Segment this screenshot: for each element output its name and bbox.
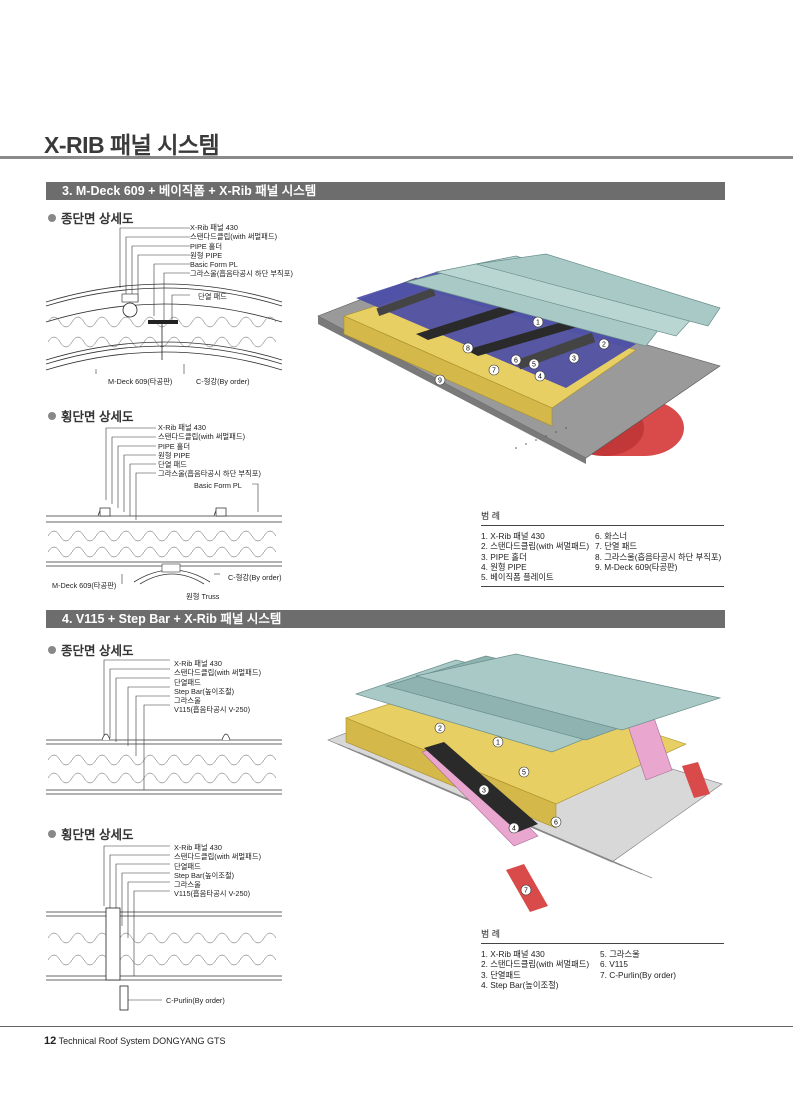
section3-transverse-heading: 횡단면 상세도 <box>48 406 133 425</box>
heading-text: 종단면 상세도 <box>61 212 134 226</box>
bullet-icon <box>48 214 56 222</box>
legend-divider <box>481 586 724 588</box>
section3-longitudinal-heading: 종단면 상세도 <box>48 208 133 227</box>
callout-label: 그라스울(흡음타공시 하단 부직포) <box>190 269 293 279</box>
iso-number: 3 <box>482 788 486 795</box>
iso-number: 1 <box>496 740 500 747</box>
bullet-icon <box>48 830 56 838</box>
callout-label: PIPE 홀더 <box>190 241 223 251</box>
callout-label: 단열패드 <box>174 861 201 871</box>
section4-longitudinal-heading: 종단면 상세도 <box>48 640 133 659</box>
callout-label: 그라스울(흡음타공시 하단 부직포) <box>158 469 261 479</box>
iso-number: 5 <box>532 362 536 369</box>
page-number: 12 <box>44 1035 57 1047</box>
section3-title-bar: 3. M-Deck 609 + 베이직폼 + X-Rib 패널 시스템 <box>46 182 725 200</box>
legend-item: 2. 스탠다드클립(with 써멀패드) <box>481 959 590 970</box>
callout-label: 스탠다드클립(with 써멀패드) <box>190 232 277 242</box>
callout-label: X-Rib 패널 430 <box>174 659 222 668</box>
section3-longitudinal-callouts: X-Rib 패널 430 스탠다드클립(with 써멀패드) PIPE 홀더 원… <box>190 223 293 279</box>
callout-label: 원형 PIPE <box>190 250 223 260</box>
legend-item: 3. PIPE 홀더 <box>481 551 527 562</box>
iso-number: 4 <box>538 374 542 381</box>
callout-label: Step Bar(높이조절) <box>174 870 235 880</box>
footer-divider <box>0 1026 793 1027</box>
callout-label: Basic Form PL <box>190 260 238 270</box>
callout-label: 스탠다드클립(with 써멀패드) <box>174 668 261 678</box>
section4-longitudinal-drawing <box>46 659 282 795</box>
callout-label: V115(흡음타공시 V-250) <box>174 889 251 899</box>
section4-legend: 범 례 1. X-Rib 패널 430 2. 스탠다드클립(with 써멀패드)… <box>481 927 724 990</box>
legend-item: 3. 단열패드 <box>481 969 521 980</box>
legend-item: 8. 그라스울(흡음타공시 하단 부직포) <box>595 551 722 562</box>
callout-label: 스탠다드클립(with 써멀패드) <box>158 432 245 442</box>
legend-item: 5. 베이직폼 플레이트 <box>481 572 554 583</box>
section4-transverse-heading: 횡단면 상세도 <box>48 824 133 843</box>
heading-text: 종단면 상세도 <box>61 644 134 658</box>
cbeam-label: C-형강(By order) <box>228 573 282 582</box>
legend-item: 4. Step Bar(높이조절) <box>481 979 559 990</box>
callout-label: Step Bar(높이조절) <box>174 686 235 696</box>
title-divider <box>0 156 793 159</box>
callout-label: 원형 PIPE <box>158 450 191 460</box>
callout-label: X-Rib 패널 430 <box>190 223 238 232</box>
page-footer: 12 Technical Roof System DONGYANG GTS <box>44 1035 225 1047</box>
legend-item: 2. 스탠다드클립(with 써멀패드) <box>481 541 590 552</box>
bullet-icon <box>48 646 56 654</box>
callout-label: 그라스울 <box>174 696 201 706</box>
legend-item: 7. C-Purlin(By order) <box>600 969 677 980</box>
section4-transverse-drawing <box>46 845 282 1011</box>
iso-number: 7 <box>492 368 496 375</box>
truss-label: 원형 Truss <box>186 592 220 601</box>
section4-transverse-callouts: X-Rib 패널 430 스탠다드클립(with 써멀패드) 단열패드 Step… <box>174 843 261 899</box>
section3-isometric-illustration: 1 2 3 4 5 6 7 8 9 <box>317 253 721 464</box>
cbeam-label: C-형강(By order) <box>196 377 250 386</box>
iso-number: 1 <box>536 320 540 327</box>
footer-text: Technical Roof System DONGYANG GTS <box>58 1036 226 1046</box>
iso-number: 6 <box>514 358 518 365</box>
legend-item: 4. 원형 PIPE <box>481 561 527 572</box>
callout-label: 단열 패드 <box>158 460 187 470</box>
section4-title-bar: 4. V115 + Step Bar + X-Rib 패널 시스템 <box>46 610 725 628</box>
legend-item: 9. M-Deck 609(타공판) <box>595 561 678 572</box>
legend-item: 1. X-Rib 패널 430 <box>481 949 545 959</box>
thermal-pad-label: 단열 패드 <box>198 292 227 301</box>
callout-label: 그라스울 <box>174 880 201 890</box>
callout-label: X-Rib 패널 430 <box>174 843 222 852</box>
page-title: X-RIB 패널 시스템 <box>44 132 220 158</box>
iso-number: 9 <box>438 378 442 385</box>
callout-label: 스탠다드클립(with 써멀패드) <box>174 852 261 862</box>
iso-number: 2 <box>602 342 606 349</box>
iso-number: 3 <box>572 356 576 363</box>
section3-transverse-drawing <box>46 427 282 585</box>
section4-longitudinal-callouts: X-Rib 패널 430 스탠다드클립(with 써멀패드) 단열패드 Step… <box>174 659 261 715</box>
heading-text: 횡단면 상세도 <box>61 410 134 424</box>
mdeck-label: M-Deck 609(타공판) <box>52 581 117 590</box>
iso-number: 7 <box>524 888 528 895</box>
section3-longitudinal-drawing <box>45 227 283 374</box>
basic-form-label: Basic Form PL <box>194 481 242 490</box>
callout-label: PIPE 홀더 <box>158 441 191 451</box>
legend-item: 1. X-Rib 패널 430 <box>481 531 545 541</box>
heading-text: 횡단면 상세도 <box>61 828 134 842</box>
callout-label: 단열패드 <box>174 677 201 687</box>
iso-number: 5 <box>522 770 526 777</box>
callout-label: X-Rib 패널 430 <box>158 423 206 432</box>
legend-title: 범 례 <box>481 509 724 526</box>
legend-item: 6. 화스너 <box>595 531 628 541</box>
callout-label: V115(흡음타공시 V-250) <box>174 705 251 715</box>
iso-number: 2 <box>438 726 442 733</box>
legend-item: 5. 그라스울 <box>600 949 640 959</box>
bullet-icon <box>48 412 56 420</box>
iso-number: 8 <box>466 346 470 353</box>
iso-number: 6 <box>554 820 558 827</box>
section4-isometric-illustration: 1 2 3 4 5 6 7 <box>327 653 723 912</box>
purlin-label: C-Purlin(By order) <box>166 996 225 1005</box>
legend-item: 7. 단열 패드 <box>595 541 638 552</box>
section3-legend: 범 례 1. X-Rib 패널 430 2. 스탠다드클립(with 써멀패드)… <box>481 509 724 588</box>
iso-number: 4 <box>512 826 516 833</box>
section3-transverse-callouts: X-Rib 패널 430 스탠다드클립(with 써멀패드) PIPE 홀더 원… <box>158 423 261 479</box>
mdeck-label: M-Deck 609(타공판) <box>108 377 173 386</box>
legend-item: 6. V115 <box>600 959 628 970</box>
legend-title: 범 례 <box>481 927 724 944</box>
